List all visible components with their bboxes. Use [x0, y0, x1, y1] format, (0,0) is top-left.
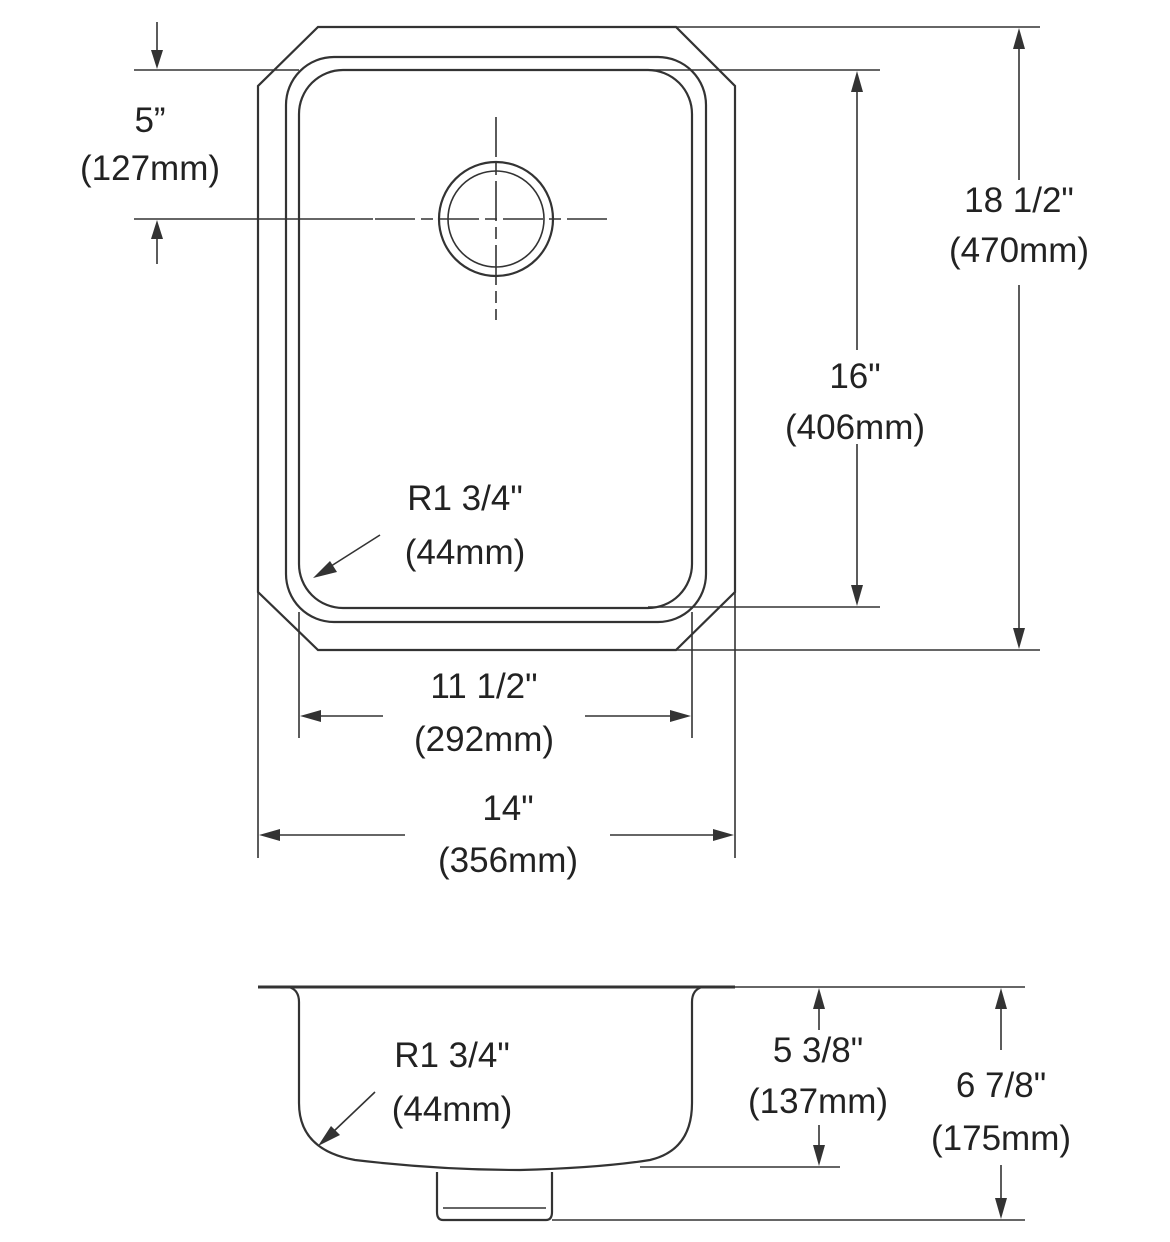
side-corner-radius-imperial: R1 3/4": [394, 1036, 510, 1075]
sink-bowl-profile: [288, 985, 703, 1172]
bowl-width-imperial: 11 1/2": [430, 667, 537, 706]
bowl-width-metric: (292mm): [414, 720, 554, 759]
overall-length-dimension: 18 1/2" (470mm): [676, 26, 1089, 651]
overall-depth-imperial: 6 7/8": [956, 1066, 1046, 1105]
sink-inner-rim: [284, 55, 708, 624]
drain-stub: [435, 1172, 554, 1222]
bowl-length-metric: (406mm): [785, 408, 925, 447]
drain: [375, 117, 607, 320]
sink-bowl: [297, 68, 694, 610]
overall-length-imperial: 18 1/2": [964, 181, 1074, 220]
overall-depth-dimension: 6 7/8" (175mm): [552, 986, 1071, 1221]
corner-radius-imperial: R1 3/4": [407, 479, 523, 518]
corner-radius-leader: R1 3/4" (44mm): [313, 479, 525, 578]
drain-offset-imperial: 5”: [134, 101, 165, 140]
bowl-depth-dimension: 5 3/8" (137mm): [640, 988, 888, 1168]
side-corner-radius-leader: R1 3/4" (44mm): [318, 1036, 512, 1146]
overall-length-metric: (470mm): [949, 231, 1089, 270]
corner-radius-metric: (44mm): [405, 533, 526, 572]
drain-offset-metric: (127mm): [80, 149, 220, 188]
bowl-length-imperial: 16": [829, 357, 880, 396]
top-view: 5” (127mm) 18 1/2" (470mm) 16" (406mm): [80, 22, 1089, 880]
overall-width-imperial: 14": [482, 789, 533, 828]
bowl-depth-metric: (137mm): [748, 1082, 888, 1121]
bowl-length-dimension: 16" (406mm): [648, 69, 930, 608]
side-corner-radius-metric: (44mm): [392, 1090, 513, 1129]
overall-width-metric: (356mm): [438, 841, 578, 880]
overall-width-dimension: 14" (356mm): [257, 592, 736, 880]
bowl-depth-imperial: 5 3/8": [773, 1031, 863, 1070]
overall-depth-metric: (175mm): [931, 1119, 1071, 1158]
side-view: R1 3/4" (44mm) 5 3/8" (137mm) 6 7/8" (17…: [258, 985, 1071, 1222]
bowl-width-dimension: 11 1/2" (292mm): [298, 612, 693, 759]
drain-offset-dimension: 5” (127mm): [80, 22, 373, 264]
